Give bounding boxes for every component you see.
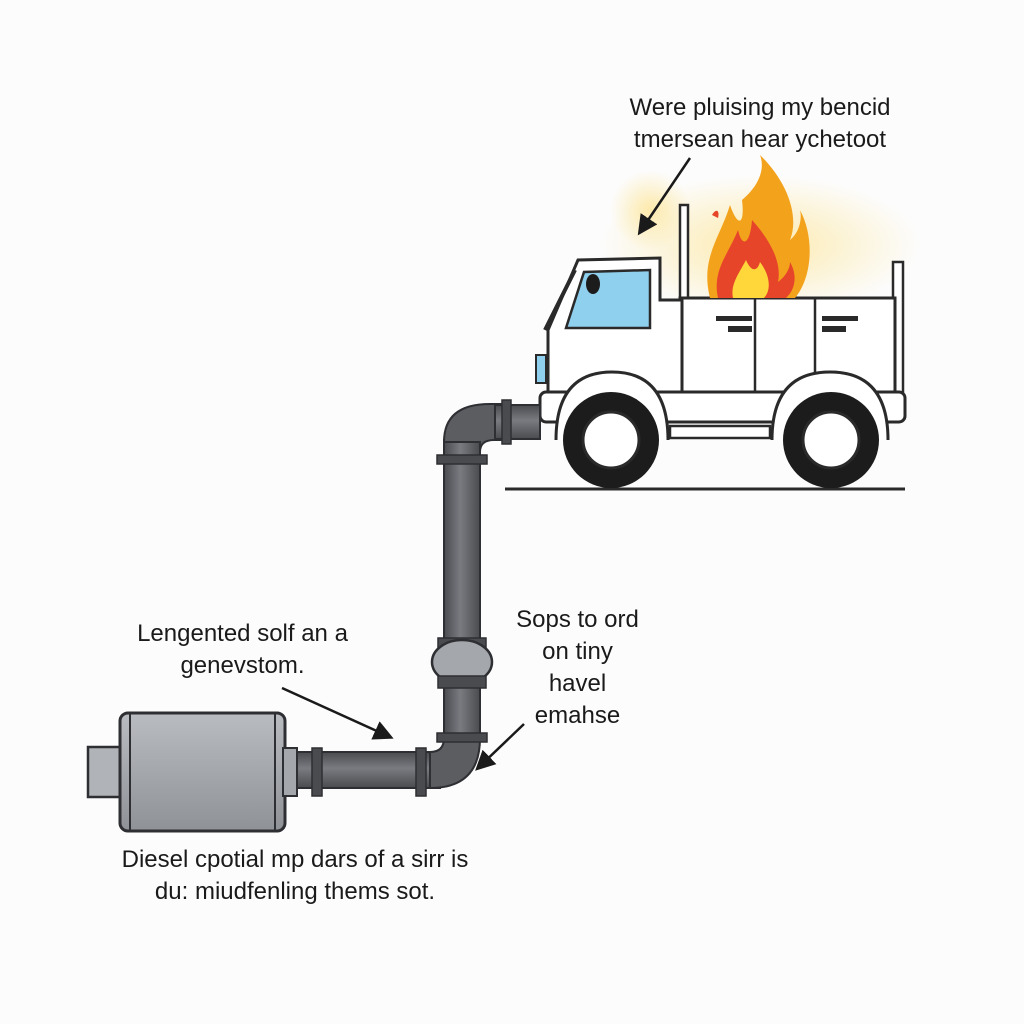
fire-caption-line: Were pluising my bencid <box>629 94 891 121</box>
arrow-generator <box>281 686 394 740</box>
pipe-caption-line: Sops to ord <box>516 606 639 633</box>
exhaust-pipe <box>289 399 541 797</box>
generator-caption-line: Lengented solf an a <box>137 620 348 647</box>
diesel-caption: Diesel cpotial mp dars of a sirr is du: … <box>60 844 530 908</box>
diesel-caption-line: du: miudfenling thems sot. <box>154 878 436 905</box>
generator-caption-line: genevstom. <box>180 652 305 679</box>
pipe-valve <box>430 637 494 689</box>
pipe-flange <box>415 747 427 797</box>
generator-icon <box>86 711 298 833</box>
fire-caption: Were pluising my bencid tmersean hear yc… <box>590 92 930 156</box>
diesel-caption-line: Diesel cpotial mp dars of a sirr is <box>121 846 469 873</box>
pipe-caption-line: on tiny <box>542 638 613 665</box>
fire-icon <box>707 155 810 298</box>
arrow-pipe <box>475 723 525 771</box>
pipe-flange <box>501 399 512 445</box>
pipe-caption-line: havel <box>548 670 607 697</box>
pipe-flange <box>436 732 488 743</box>
fire-caption-line: tmersean hear ychetoot <box>633 126 887 153</box>
arrow-fire <box>637 157 692 236</box>
rear-wheel <box>783 392 879 488</box>
pipe-caption-line: emahse <box>534 702 621 729</box>
pipe-caption: Sops to ord on tiny havel emahse <box>490 604 665 732</box>
truck-icon <box>535 203 907 488</box>
pipe-flange <box>436 454 488 465</box>
generator-caption: Lengented solf an a genevstom. <box>110 618 375 682</box>
front-wheel <box>563 392 659 488</box>
pipe-flange <box>311 747 323 797</box>
